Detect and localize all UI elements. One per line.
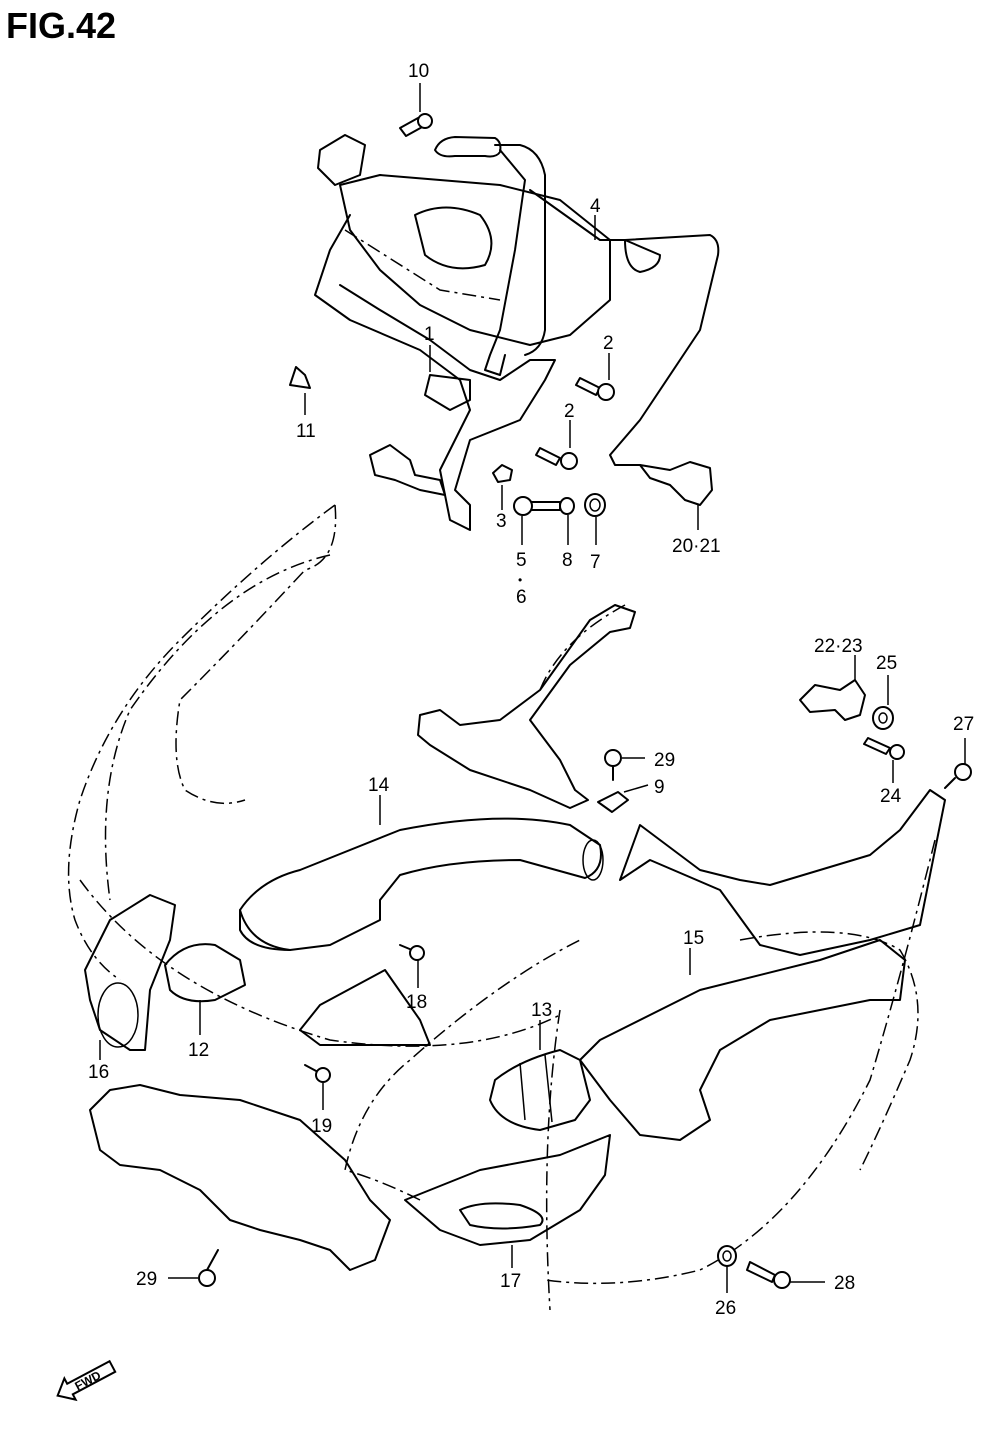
cushion-part-25 [872, 706, 894, 730]
nut-part-9 [597, 791, 629, 813]
fastener-part-29-upper [604, 749, 622, 781]
callout-8: 8 [562, 550, 573, 571]
washer-part-8 [559, 497, 575, 515]
bolt-part-24 [863, 737, 905, 760]
washer-part-26 [717, 1245, 737, 1267]
callout-7: 7 [590, 552, 601, 573]
air-duct-part-15 [579, 789, 946, 1141]
fwd-direction-badge: FWD [56, 1359, 117, 1402]
callout-5: 5 [516, 550, 527, 571]
callout-20-21: 20·21 [672, 536, 721, 557]
callout-9: 9 [654, 777, 665, 798]
callout-19: 19 [311, 1116, 332, 1137]
callout-17: 17 [500, 1271, 521, 1292]
air-duct-part-12 [164, 943, 246, 1003]
grommet-part-7 [584, 493, 606, 517]
callout-22-23: 22·23 [814, 636, 863, 657]
screw-part-19 [304, 1064, 331, 1083]
callout-25: 25 [876, 653, 897, 674]
turn-signal-part-16 [84, 894, 176, 1051]
callout-14: 14 [368, 775, 390, 796]
cowling-body-part-17 [67, 504, 936, 1311]
callout-6: 6 [516, 587, 527, 608]
callout-1: 1 [424, 324, 435, 345]
callout-28: 28 [834, 1273, 855, 1294]
cowling-bracket-part-1 [314, 134, 611, 531]
fastener-part-27 [944, 763, 972, 789]
cushion-part-11 [289, 366, 311, 389]
callout-13: 13 [531, 1000, 552, 1021]
cover-part-18 [299, 969, 431, 1046]
screw-part-18-fastener [399, 944, 425, 961]
bolt-part-28 [746, 1261, 791, 1289]
meter-bracket-part-4 [434, 136, 720, 506]
callout-29-upper: 29 [654, 750, 675, 771]
screw-part-29-lower [198, 1249, 219, 1287]
callout-16: 16 [88, 1062, 109, 1083]
bolt-part-2-upper [575, 377, 615, 401]
callout-12: 12 [188, 1040, 209, 1061]
bolt-part-5-6 [513, 496, 561, 516]
callout-4: 4 [590, 196, 601, 217]
cowling-brace [417, 604, 636, 809]
bolt-part-2-lower [535, 447, 578, 470]
bolt-part-10 [399, 113, 433, 137]
callout-11: 11 [296, 421, 316, 442]
callout-2-upper: 2 [603, 333, 614, 354]
callout-10: 10 [408, 61, 429, 82]
figure-title: FIG.42 [6, 5, 116, 46]
callout-24: 24 [880, 786, 902, 807]
callout-labels: 10 4 1 2 2 11 3 5 • 6 8 7 20·21 22·23 25… [88, 61, 974, 1319]
air-duct-part-13 [489, 1049, 591, 1131]
callout-2-lower: 2 [564, 401, 575, 422]
callout-15: 15 [683, 928, 704, 949]
callout-18: 18 [406, 992, 427, 1013]
callout-27: 27 [953, 714, 974, 735]
callout-3: 3 [496, 511, 507, 532]
leader-lines [99, 83, 966, 1293]
bracket-part-22-23 [799, 679, 866, 721]
callout-29-lower: 29 [136, 1269, 157, 1290]
nut-part-3 [492, 464, 513, 483]
air-duct-part-14 [239, 817, 604, 951]
lower-panel [89, 1084, 391, 1271]
callout-26: 26 [715, 1298, 736, 1319]
callout-5-6-dot: • [518, 573, 522, 587]
